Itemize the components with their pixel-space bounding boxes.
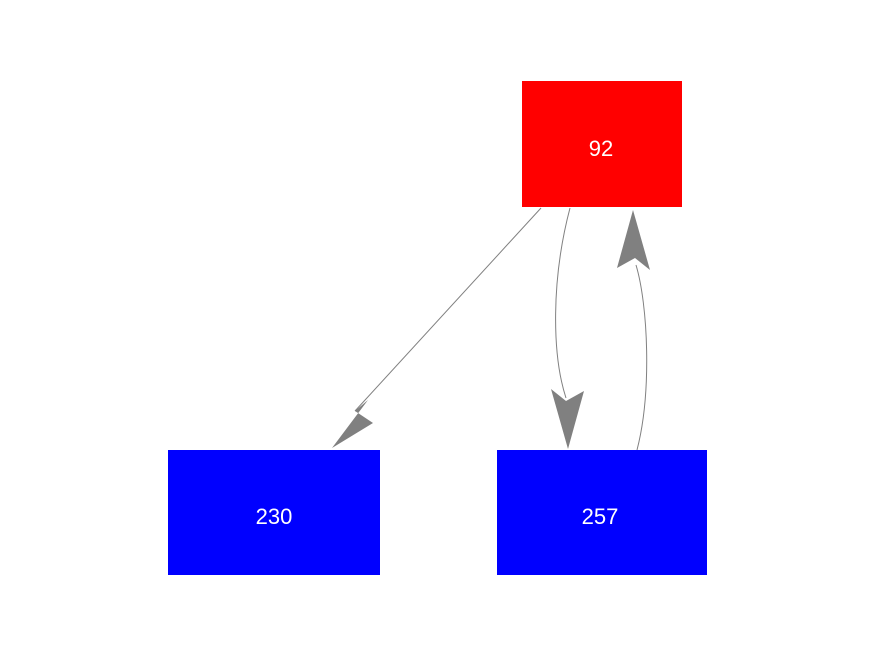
edge-257-to-92-arrowhead [617, 210, 650, 270]
edge-257-to-92-line [635, 264, 648, 451]
edge-92-to-230-arrowhead [332, 400, 373, 448]
edges-layer [332, 207, 650, 451]
node-92[interactable]: 92 [522, 81, 682, 207]
node-257-label: 257 [582, 504, 619, 529]
edge-92-to-257-line [555, 207, 571, 399]
edge-92-to-230-line [354, 207, 542, 412]
edge-92-to-257-arrowhead [551, 389, 584, 449]
nodes-layer: 92 230 257 [168, 81, 707, 575]
node-257-box[interactable] [497, 450, 707, 575]
node-230-label: 230 [256, 504, 293, 529]
edge-92-to-230[interactable] [332, 207, 542, 448]
node-92-box[interactable] [522, 81, 682, 207]
node-230-box[interactable] [168, 450, 380, 575]
node-92-label: 92 [589, 136, 613, 161]
node-257[interactable]: 257 [497, 450, 707, 575]
edge-257-to-92[interactable] [617, 210, 650, 451]
node-230[interactable]: 230 [168, 450, 380, 575]
edge-92-to-257[interactable] [551, 207, 584, 449]
